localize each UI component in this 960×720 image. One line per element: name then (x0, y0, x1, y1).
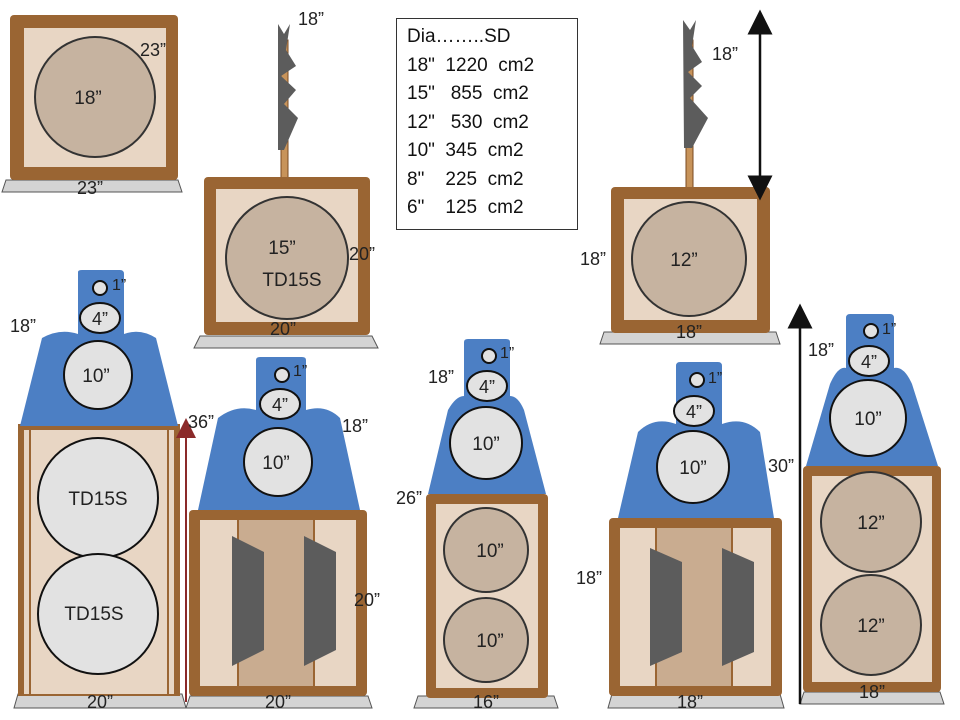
tweeter (92, 280, 108, 296)
horn-right (722, 548, 754, 666)
sd-legend: Dia……..SD 18" 1220 cm2 15" 855 cm2 12" 5… (396, 18, 578, 230)
bass-driver-2 (443, 597, 529, 683)
bass-driver-2 (820, 574, 922, 676)
height-label: 23” (140, 40, 166, 60)
legend-row-12: 12" 530 cm2 (407, 111, 529, 133)
top-width-label: 18” (342, 416, 368, 436)
woofer-label: 10” (854, 409, 881, 430)
cab-height-label: 18” (576, 568, 602, 588)
tweeter-label: 1” (708, 370, 722, 387)
mid-label: 4” (479, 377, 495, 397)
legend-row-8: 8" 225 cm2 (407, 168, 524, 190)
midrange (466, 370, 508, 402)
width-label: 20” (265, 692, 291, 712)
woofer (829, 379, 907, 457)
model-label: TD15S (262, 270, 321, 291)
legend-row-15: 15" 855 cm2 (407, 83, 529, 104)
legend-header: Dia……..SD (407, 26, 511, 47)
height-label: 20” (349, 244, 375, 264)
tweeter-label: 1” (112, 277, 126, 294)
bass1-label: TD15S (68, 489, 127, 510)
horn-flare (278, 24, 298, 150)
speaker-d: 1” 4” 10” 18” 18” (576, 362, 785, 712)
bass-driver-1 (443, 507, 529, 593)
driver-label: 12” (670, 250, 697, 271)
width-label: 23” (77, 178, 103, 198)
width-label: 18” (677, 692, 703, 712)
width-label: 18” (859, 682, 885, 702)
height-label: 36” (188, 412, 214, 432)
bass-driver-2 (37, 553, 159, 675)
woofer-label: 10” (679, 458, 706, 479)
mid-label: 4” (686, 402, 702, 422)
speaker-a: 1” 4” 10” TD15S TD15S 18” 20” (10, 270, 187, 712)
width-label: 18” (676, 322, 702, 342)
woofer-label: 10” (82, 366, 109, 387)
woofer-label: 10” (262, 453, 289, 474)
tweeter (689, 372, 705, 388)
mid-label: 4” (861, 352, 877, 372)
midrange (848, 345, 890, 377)
tweeter (274, 367, 290, 383)
mid-label: 4” (92, 309, 108, 329)
sub-18-cabinet: 18” 23” 23” (1, 15, 183, 198)
horn-label: 18” (712, 44, 738, 64)
width-label: 20” (270, 319, 296, 339)
driver-label: 15” (268, 238, 295, 259)
midrange (79, 302, 121, 334)
bass2-label: 10” (476, 631, 503, 652)
woofer (243, 427, 313, 497)
woofer-label: 10” (472, 434, 499, 455)
bass1-label: 10” (476, 541, 503, 562)
bass2-label: 12” (857, 616, 884, 637)
cab-height-label: 20” (354, 590, 380, 610)
sub-12-cabinet: 12” 18” 18” 18” (580, 9, 781, 345)
woofer (656, 430, 730, 504)
driver-12 (631, 201, 747, 317)
top-width-label: 18” (808, 340, 834, 360)
midrange (259, 388, 301, 420)
horn-left (232, 536, 264, 666)
horn-flare (683, 20, 708, 148)
height-label: 26” (396, 488, 422, 508)
driver-18 (34, 36, 156, 158)
legend-row-10: 10" 345 cm2 (407, 140, 524, 161)
tweeter-label: 1” (293, 363, 307, 380)
speaker-e: 1” 4” 10” 12” 12” 18” 30” 18” (768, 303, 945, 705)
midrange (673, 395, 715, 427)
horn-left (650, 548, 682, 666)
bass1-label: 12” (857, 513, 884, 534)
legend-row-18: 18" 1220 cm2 (407, 54, 535, 76)
horn-label: 18” (298, 9, 324, 29)
driver-15 (225, 196, 349, 320)
bass-driver-1 (820, 471, 922, 573)
tweeter-label: 1” (882, 321, 896, 338)
tweeter (481, 348, 497, 364)
stand (193, 335, 379, 349)
speaker-c: 1” 4” 10” 10” 10” 18” 26” 16” (396, 339, 559, 712)
bass2-label: TD15S (64, 604, 123, 625)
mid-label: 4” (272, 395, 288, 415)
height-label: 18” (580, 249, 606, 269)
horn-right (304, 536, 336, 666)
driver-label: 18” (74, 88, 101, 109)
sub-15-cabinet: 15” TD15S 18” 20” 20” (193, 9, 379, 349)
woofer (63, 340, 133, 410)
top-width-label: 18” (428, 367, 454, 387)
width-label: 20” (87, 692, 113, 712)
width-label: 16” (473, 692, 499, 712)
speaker-b: 1” 4” 10” 18” 36” 20” 20” (176, 357, 380, 712)
height-label: 30” (768, 456, 794, 476)
woofer (449, 406, 523, 480)
top-width-label: 18” (10, 316, 36, 336)
legend-row-6: 6" 125 cm2 (407, 197, 524, 218)
tweeter-label: 1” (500, 345, 514, 362)
tweeter (863, 323, 879, 339)
